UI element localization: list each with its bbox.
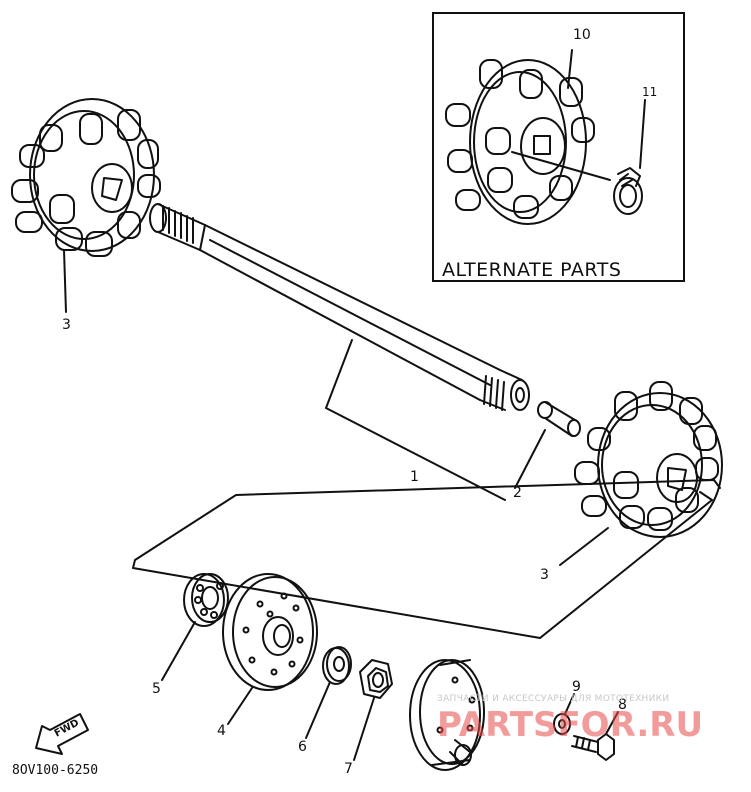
leader-2 — [514, 429, 546, 489]
callout-2: 2 — [513, 485, 522, 501]
nut — [359, 659, 393, 699]
alternate-sprocket — [445, 59, 611, 225]
callout-6: 6 — [298, 739, 307, 755]
callout-10: 10 — [573, 27, 591, 43]
clamp — [613, 167, 643, 215]
callout-4: 4 — [217, 723, 226, 739]
callout-3-right: 3 — [540, 567, 549, 583]
leader-1 — [325, 339, 506, 501]
leader-6 — [305, 681, 331, 739]
leader-7 — [353, 697, 375, 761]
pin — [537, 401, 581, 437]
hub — [409, 659, 485, 771]
washer — [322, 646, 352, 685]
callout-3-left: 3 — [62, 317, 71, 333]
small-washer — [553, 713, 571, 735]
drawing-code: 8OV100-6250 — [12, 763, 99, 778]
watermark-logo: PARTSFOR.RU — [437, 705, 704, 745]
drive-shaft — [149, 203, 530, 411]
callout-1: 1 — [410, 469, 419, 485]
alternate-parts-inset — [432, 12, 685, 282]
inset-title: ALTERNATE PARTS — [442, 259, 622, 281]
assembly-outline — [132, 479, 721, 639]
callout-8: 8 — [618, 697, 627, 713]
leader-5 — [161, 621, 196, 681]
leader-4 — [227, 687, 253, 725]
sprocket-right — [574, 381, 723, 538]
fwd-arrow-icon — [35, 713, 89, 755]
callout-9: 9 — [572, 679, 581, 695]
bearing — [183, 573, 229, 627]
leader-3-left — [63, 249, 67, 313]
leader-9 — [564, 693, 575, 715]
leader-10 — [567, 49, 573, 89]
flange-plate — [222, 573, 318, 691]
callout-5: 5 — [152, 681, 161, 697]
callout-7: 7 — [344, 761, 353, 777]
leader-8 — [605, 711, 619, 735]
watermark-caption: ЗАПЧАСТИ И АКСЕССУАРЫ ДЛЯ МОТОТЕХНИКИ — [437, 694, 670, 704]
callout-11: 11 — [642, 85, 658, 99]
leader-3-right — [559, 527, 609, 566]
sprocket-left — [11, 98, 161, 257]
leader-11 — [639, 99, 646, 169]
